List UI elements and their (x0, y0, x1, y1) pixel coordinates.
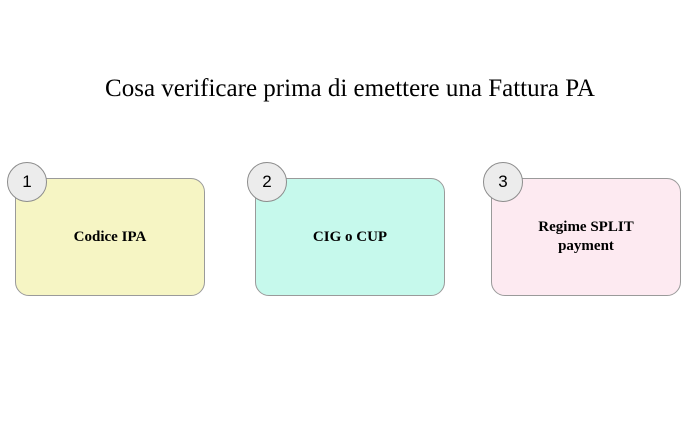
step-card: Codice IPA (15, 178, 205, 296)
step-number-badge: 1 (7, 162, 47, 202)
step-label: Regime SPLIT payment (538, 219, 634, 254)
step-card: CIG o CUP (255, 178, 445, 296)
step-2: CIG o CUP 2 (247, 162, 457, 302)
page-title: Cosa verificare prima di emettere una Fa… (105, 75, 595, 102)
step-3: Regime SPLIT payment 3 (483, 162, 693, 302)
step-number-badge: 3 (483, 162, 523, 202)
step-1: Codice IPA 1 (7, 162, 217, 302)
step-label: CIG o CUP (312, 228, 388, 245)
step-label: Codice IPA (73, 228, 147, 245)
step-card: Regime SPLIT payment (491, 178, 681, 296)
step-number-badge: 2 (247, 162, 287, 202)
